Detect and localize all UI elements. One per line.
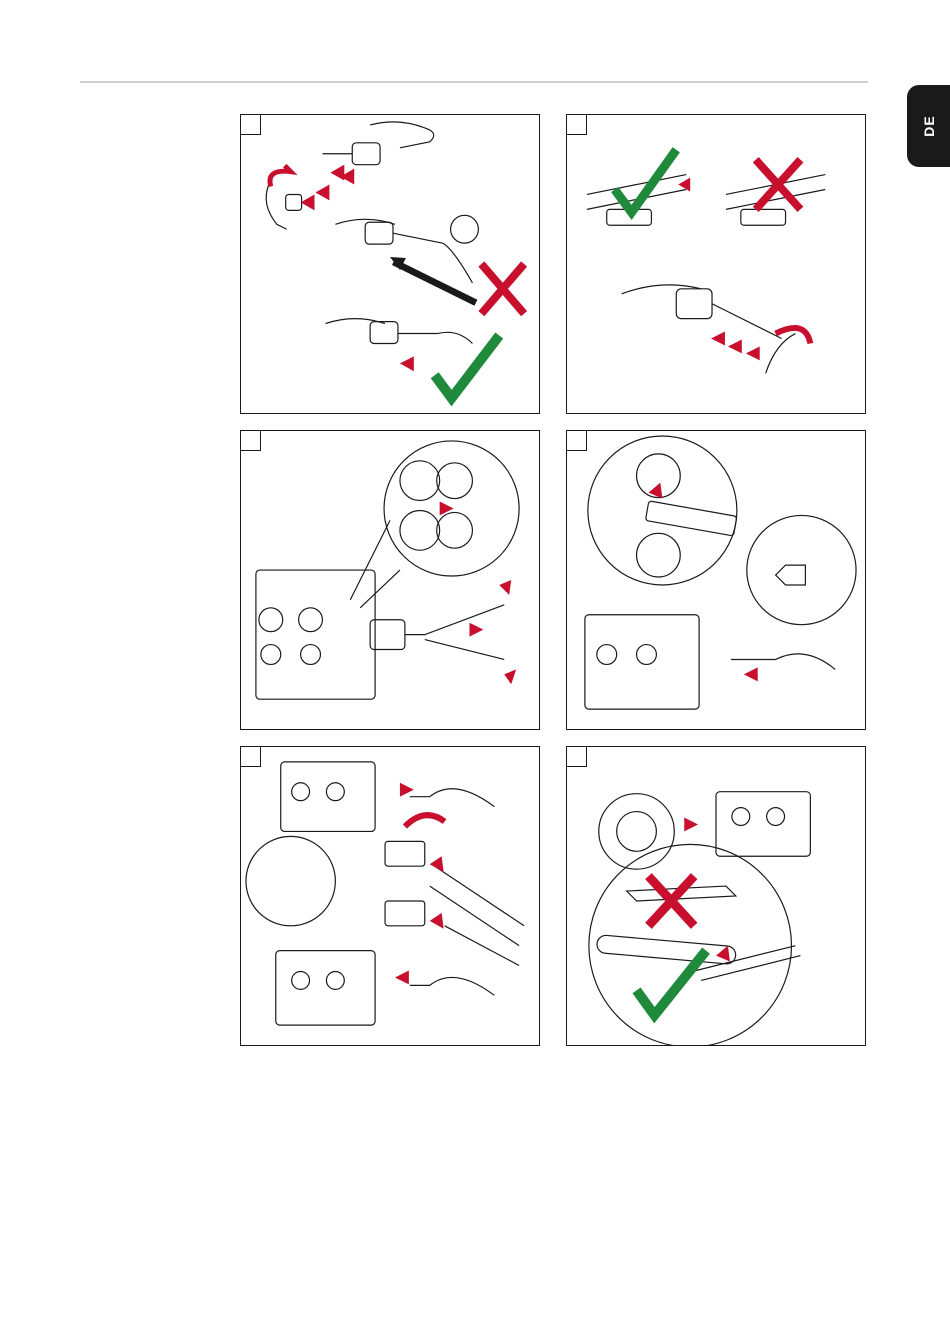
step-3-illustration — [241, 431, 539, 729]
language-tab-label: DE — [921, 115, 937, 136]
step-1-illustration — [241, 115, 539, 413]
step-5-illustration — [241, 747, 539, 1045]
step-number-box — [567, 431, 587, 451]
header-rule — [80, 81, 868, 83]
step-4-illustration — [567, 431, 865, 729]
step-2-illustration — [567, 115, 865, 413]
step-panel-4 — [566, 430, 866, 730]
step-panel-3 — [240, 430, 540, 730]
step-6-illustration — [567, 747, 865, 1045]
step-number-box — [241, 431, 261, 451]
step-panel-2 — [566, 114, 866, 414]
step-number-box — [241, 115, 261, 135]
step-number-box — [567, 115, 587, 135]
step-panel-6 — [566, 746, 866, 1046]
step-number-box — [241, 747, 261, 767]
language-tab[interactable]: DE — [907, 85, 950, 167]
step-panel-5 — [240, 746, 540, 1046]
step-panel-1 — [240, 114, 540, 414]
step-number-box — [567, 747, 587, 767]
